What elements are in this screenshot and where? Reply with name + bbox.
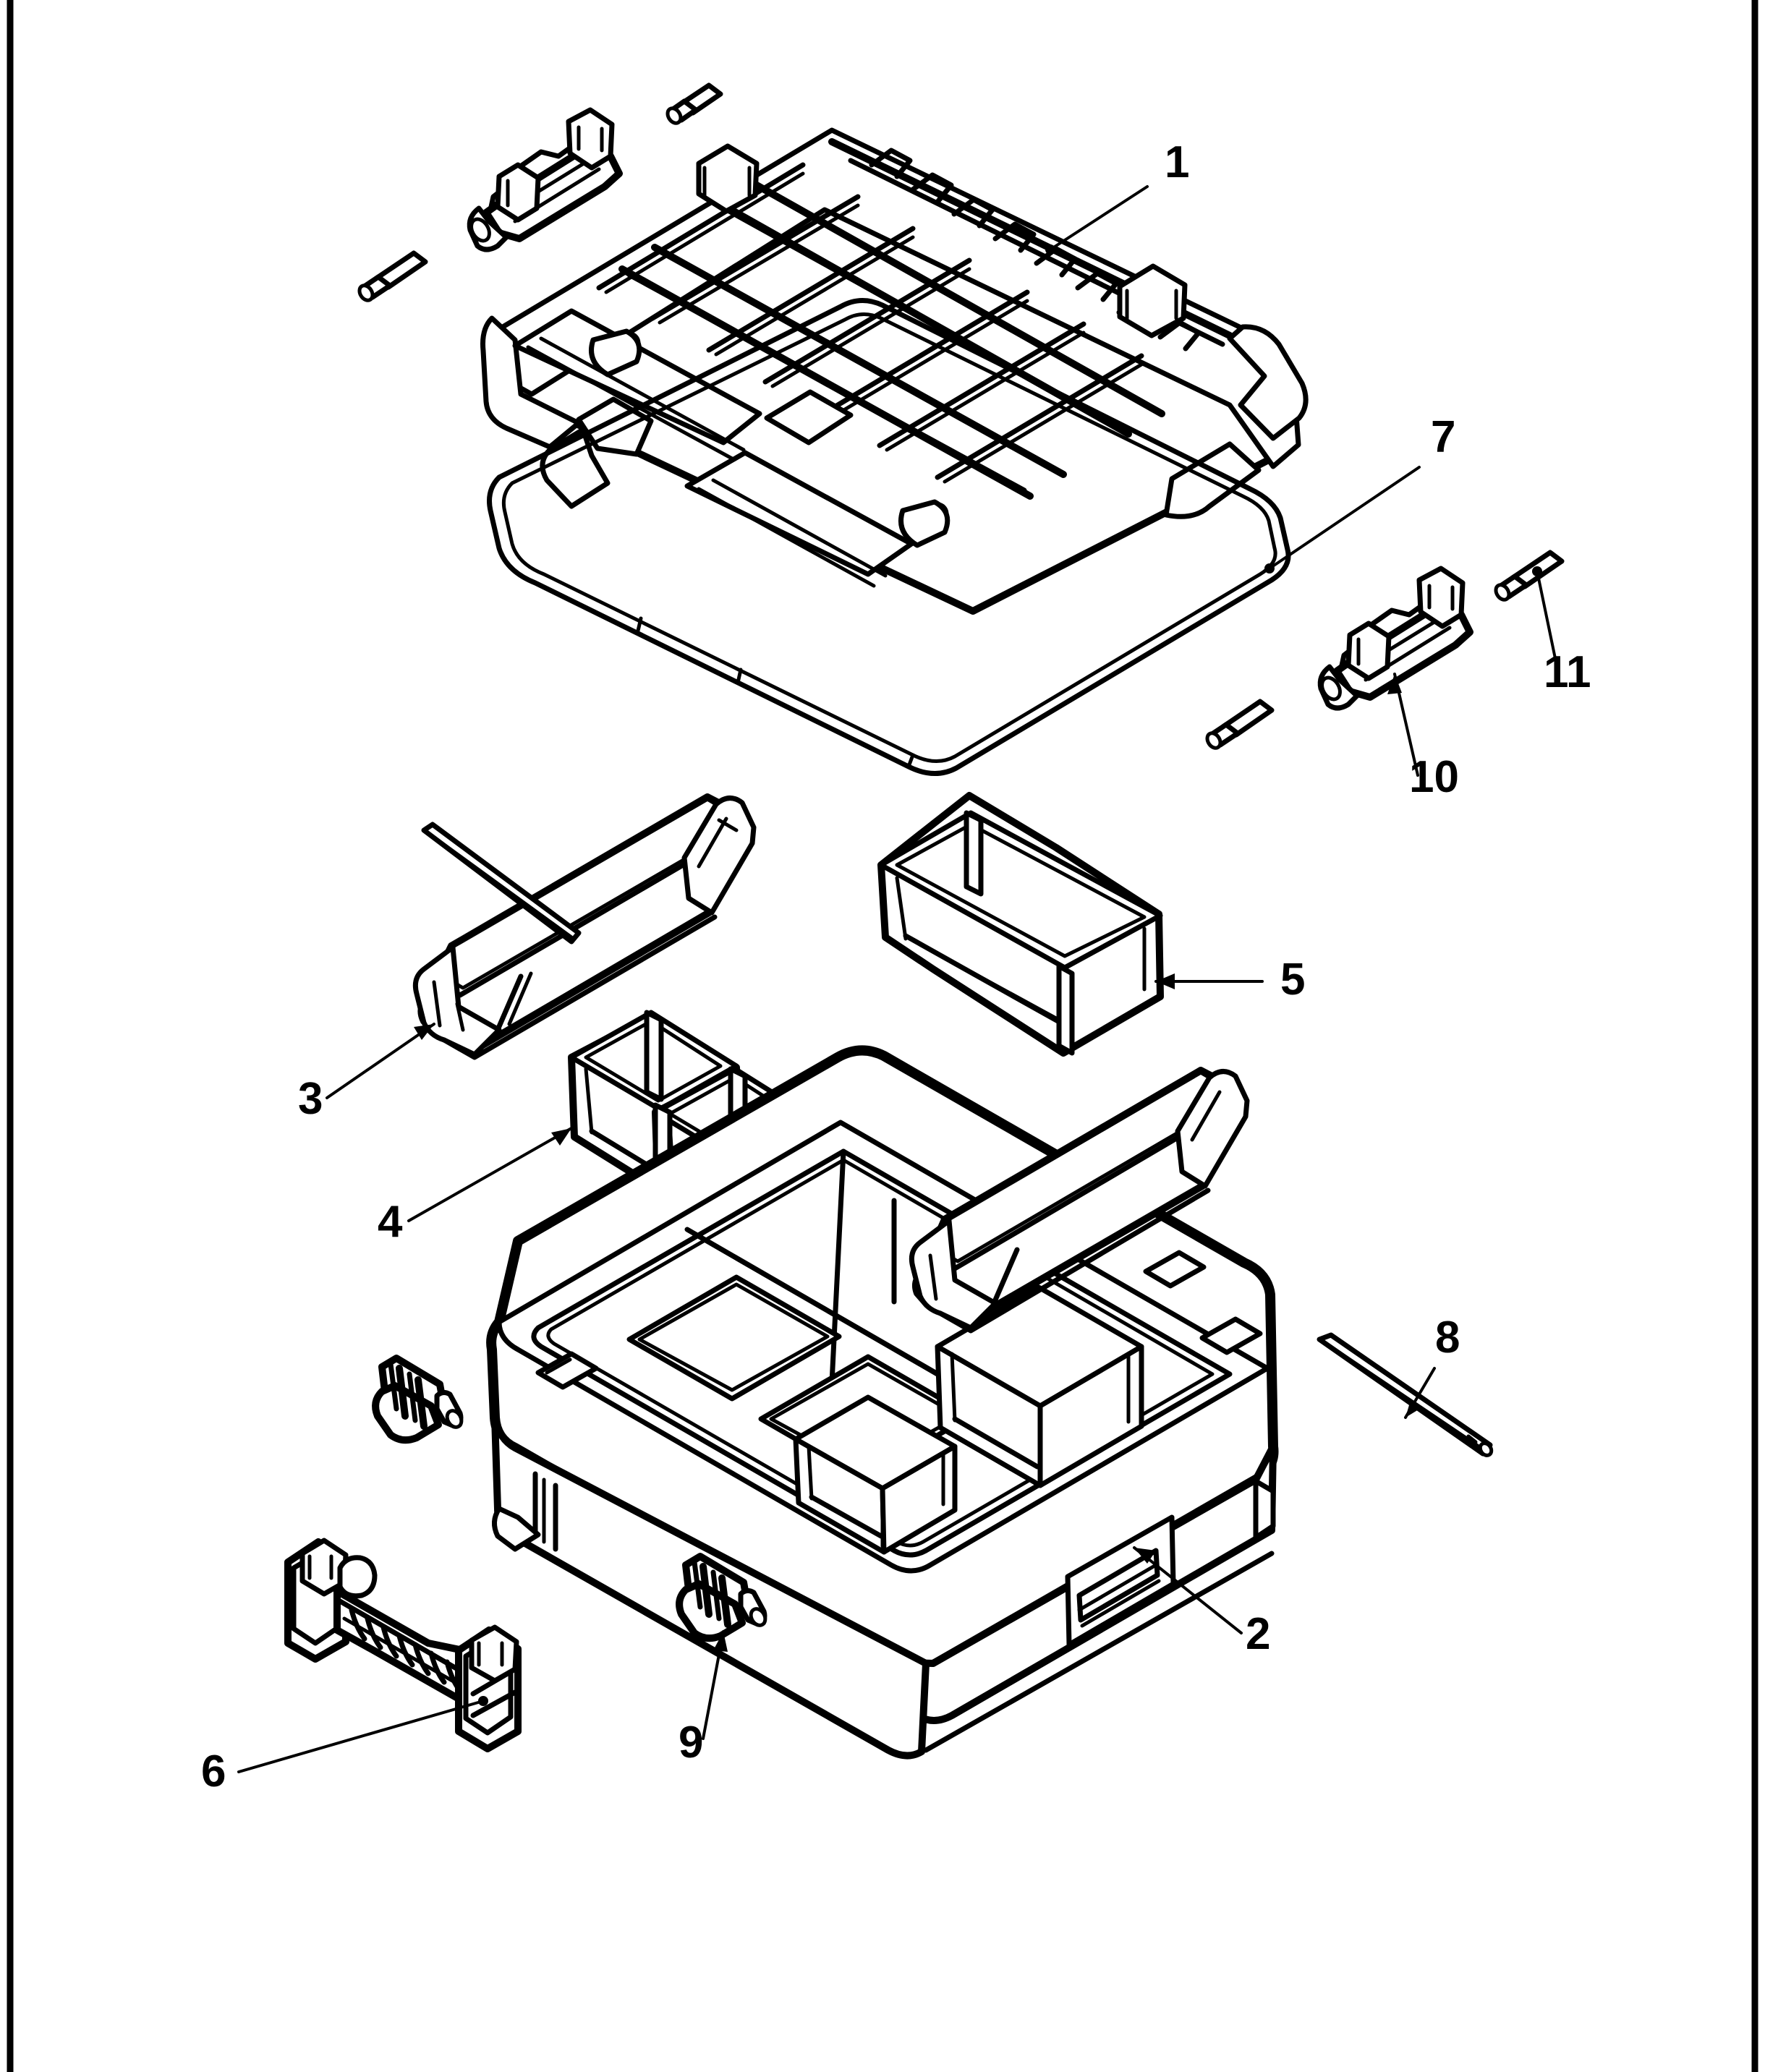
callout-2: 2	[1133, 1546, 1270, 1659]
part-latch-upper-left	[467, 107, 623, 252]
callout-8: 8	[1404, 1313, 1460, 1419]
part-carry-handle	[284, 1538, 522, 1752]
callout-7: 7	[1264, 412, 1455, 574]
callout-4-label: 4	[378, 1197, 403, 1247]
callout-6-label: 6	[201, 1747, 226, 1796]
callout-10: 10	[1387, 673, 1459, 802]
part-tray-rod	[421, 822, 582, 945]
callout-11: 11	[1532, 566, 1591, 697]
callout-layer: 1 7 11 10 5 3 4	[201, 137, 1591, 1796]
callout-1-label: 1	[1165, 137, 1189, 187]
callout-2-arrow	[1134, 1548, 1156, 1564]
callout-8-label: 8	[1435, 1313, 1460, 1363]
part-hinge-clip-right	[676, 1553, 767, 1642]
part-hinge-clip-left	[372, 1355, 464, 1444]
callout-5: 5	[1154, 955, 1305, 1005]
callout-6-arrow	[478, 1696, 488, 1706]
part-box-base	[486, 1045, 1279, 1760]
callout-8-arrow	[1405, 1400, 1422, 1417]
callout-11-leader	[1536, 570, 1558, 667]
callout-5-arrow	[1156, 973, 1175, 989]
callout-11-arrow	[1532, 566, 1542, 576]
callout-1-leader	[1049, 185, 1149, 251]
callout-2-label: 2	[1246, 1609, 1270, 1659]
callout-9-arrow	[713, 1632, 728, 1652]
part-lid-gasket	[487, 298, 1291, 777]
part-large-bin	[877, 792, 1164, 1057]
callout-4-arrow	[551, 1128, 571, 1146]
latch-pin-left	[357, 250, 428, 302]
callout-7-leader	[1268, 466, 1421, 570]
callout-10-label: 10	[1409, 752, 1459, 802]
callout-1-arrow	[1045, 244, 1055, 255]
part-latch-right	[1317, 566, 1473, 711]
latch-pin-top	[665, 82, 723, 125]
callout-7-label: 7	[1431, 412, 1455, 462]
callout-10-arrow	[1387, 674, 1402, 694]
callout-9-label: 9	[679, 1718, 703, 1768]
part-hinge-rod	[1317, 1332, 1494, 1457]
callout-6: 6	[201, 1696, 488, 1796]
callout-11-label: 11	[1544, 647, 1591, 697]
callout-9: 9	[679, 1630, 728, 1768]
part-front-divider-tray	[909, 1067, 1250, 1334]
part-lid	[480, 127, 1309, 615]
callout-7-arrow	[1264, 563, 1275, 574]
callout-3-leader	[326, 1023, 435, 1099]
callout-4-leader	[407, 1127, 573, 1222]
callout-4: 4	[378, 1127, 573, 1247]
callout-3-arrow	[414, 1024, 434, 1040]
latch-pin-center	[1205, 699, 1275, 750]
callout-5-label: 5	[1280, 955, 1305, 1005]
callout-2-leader	[1133, 1546, 1243, 1634]
page-frame	[7, 0, 1758, 2072]
part-latch-pins	[357, 82, 1565, 750]
callout-6-leader	[237, 1700, 485, 1773]
callout-1: 1	[1045, 137, 1189, 255]
part-long-divider-tray	[412, 793, 757, 1060]
callout-3-label: 3	[298, 1074, 323, 1124]
callout-3: 3	[298, 1023, 435, 1124]
